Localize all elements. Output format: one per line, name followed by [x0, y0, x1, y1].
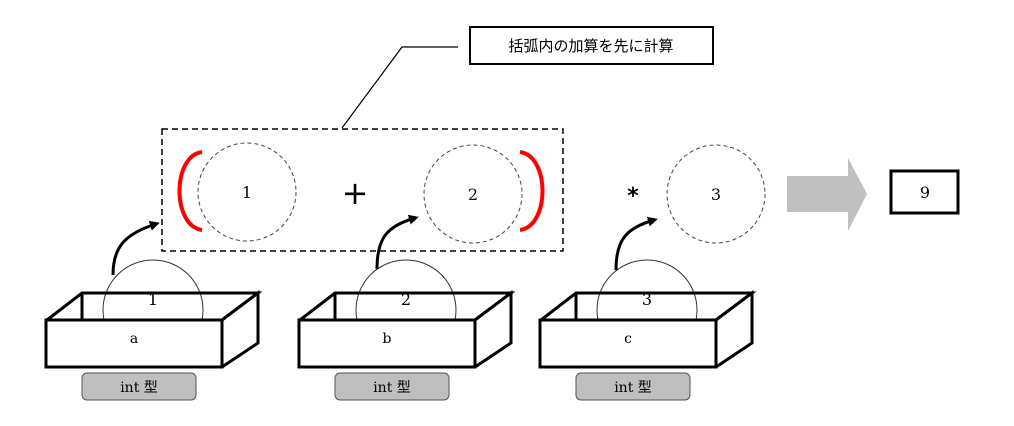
- variable-c-value: 3: [642, 290, 652, 309]
- callout-box: [469, 26, 714, 65]
- multiply-operator: *: [627, 184, 639, 209]
- operand-2-value: 2: [468, 185, 478, 204]
- variable-c-name: c: [624, 331, 632, 347]
- operand-3: 3: [666, 144, 766, 244]
- variable-b-value: 2: [401, 290, 411, 309]
- grouping-box: [161, 128, 564, 252]
- callout-text: 括弧内の加算を先に計算: [508, 37, 673, 55]
- open-paren: [177, 150, 203, 232]
- operand-1: 1: [197, 142, 297, 242]
- callout: 括弧内の加算を先に計算: [341, 26, 714, 129]
- variable-a: 1 a int 型: [44, 221, 263, 401]
- variable-c-type-badge: [575, 372, 691, 401]
- variable-a-arrow-icon: [111, 221, 160, 276]
- operand-3-value: 3: [711, 185, 721, 204]
- variable-a-type-badge: [81, 372, 197, 401]
- plus-operator: +: [342, 174, 369, 212]
- variable-a-name: a: [130, 331, 138, 347]
- variable-b-type: int 型: [373, 380, 411, 396]
- callout-leader-line: [341, 46, 458, 129]
- operand-1-value: 1: [242, 183, 252, 202]
- result-arrow-icon: [787, 158, 867, 231]
- variable-c-arrow-icon: [614, 216, 658, 271]
- variable-a-type: int 型: [120, 380, 158, 396]
- variable-b-arrow-icon: [375, 214, 419, 270]
- variable-b-name: b: [383, 331, 392, 347]
- result-box: 9: [889, 169, 960, 215]
- result-value: 9: [920, 183, 930, 202]
- variable-c: 3 c int 型: [538, 216, 757, 401]
- close-paren: [519, 150, 545, 232]
- variable-b: 2 b int 型: [297, 214, 516, 401]
- variable-c-type: int 型: [614, 380, 652, 396]
- variable-a-value: 1: [148, 290, 158, 309]
- operand-2: 2: [423, 144, 523, 244]
- variable-b-type-badge: [334, 372, 450, 401]
